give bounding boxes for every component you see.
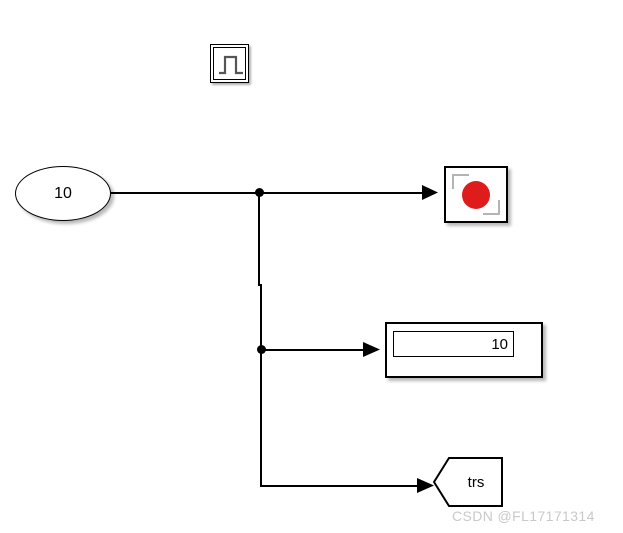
constant-value: 10 bbox=[54, 184, 72, 202]
square-pulse-icon bbox=[219, 55, 243, 75]
pulse-generator-inner-border bbox=[213, 47, 246, 80]
wire-trunk-lower bbox=[260, 284, 262, 487]
wire-trunk-upper bbox=[258, 192, 260, 286]
display-value-field: 10 bbox=[393, 331, 514, 357]
goto-tag-label: trs bbox=[467, 473, 485, 491]
wire-junction2-to-display bbox=[261, 349, 365, 351]
arrowhead-to-scope bbox=[422, 185, 438, 200]
goto-tag-pentagon-shape bbox=[433, 457, 503, 507]
scope-record-block[interactable] bbox=[444, 166, 508, 223]
constant-block[interactable]: 10 bbox=[15, 166, 111, 221]
scope-corner-bracket-bottom-right bbox=[483, 200, 500, 215]
display-value: 10 bbox=[491, 335, 508, 353]
wire-trunk-to-goto-tag bbox=[260, 485, 420, 487]
scope-inner-area bbox=[448, 170, 504, 219]
arrowhead-to-display bbox=[363, 342, 380, 357]
pulse-generator-block[interactable] bbox=[210, 44, 249, 83]
arrowhead-to-goto-tag bbox=[417, 478, 434, 493]
scope-corner-bracket-top-left bbox=[452, 174, 469, 189]
goto-tag-block[interactable]: trs bbox=[433, 457, 503, 507]
record-circle-icon bbox=[462, 180, 490, 209]
wire-junction1-to-scope bbox=[259, 192, 424, 194]
display-block[interactable]: 10 bbox=[385, 322, 543, 378]
wire-constant-to-junction1 bbox=[110, 192, 260, 194]
watermark-text: CSDN @FL17171314 bbox=[452, 508, 595, 524]
